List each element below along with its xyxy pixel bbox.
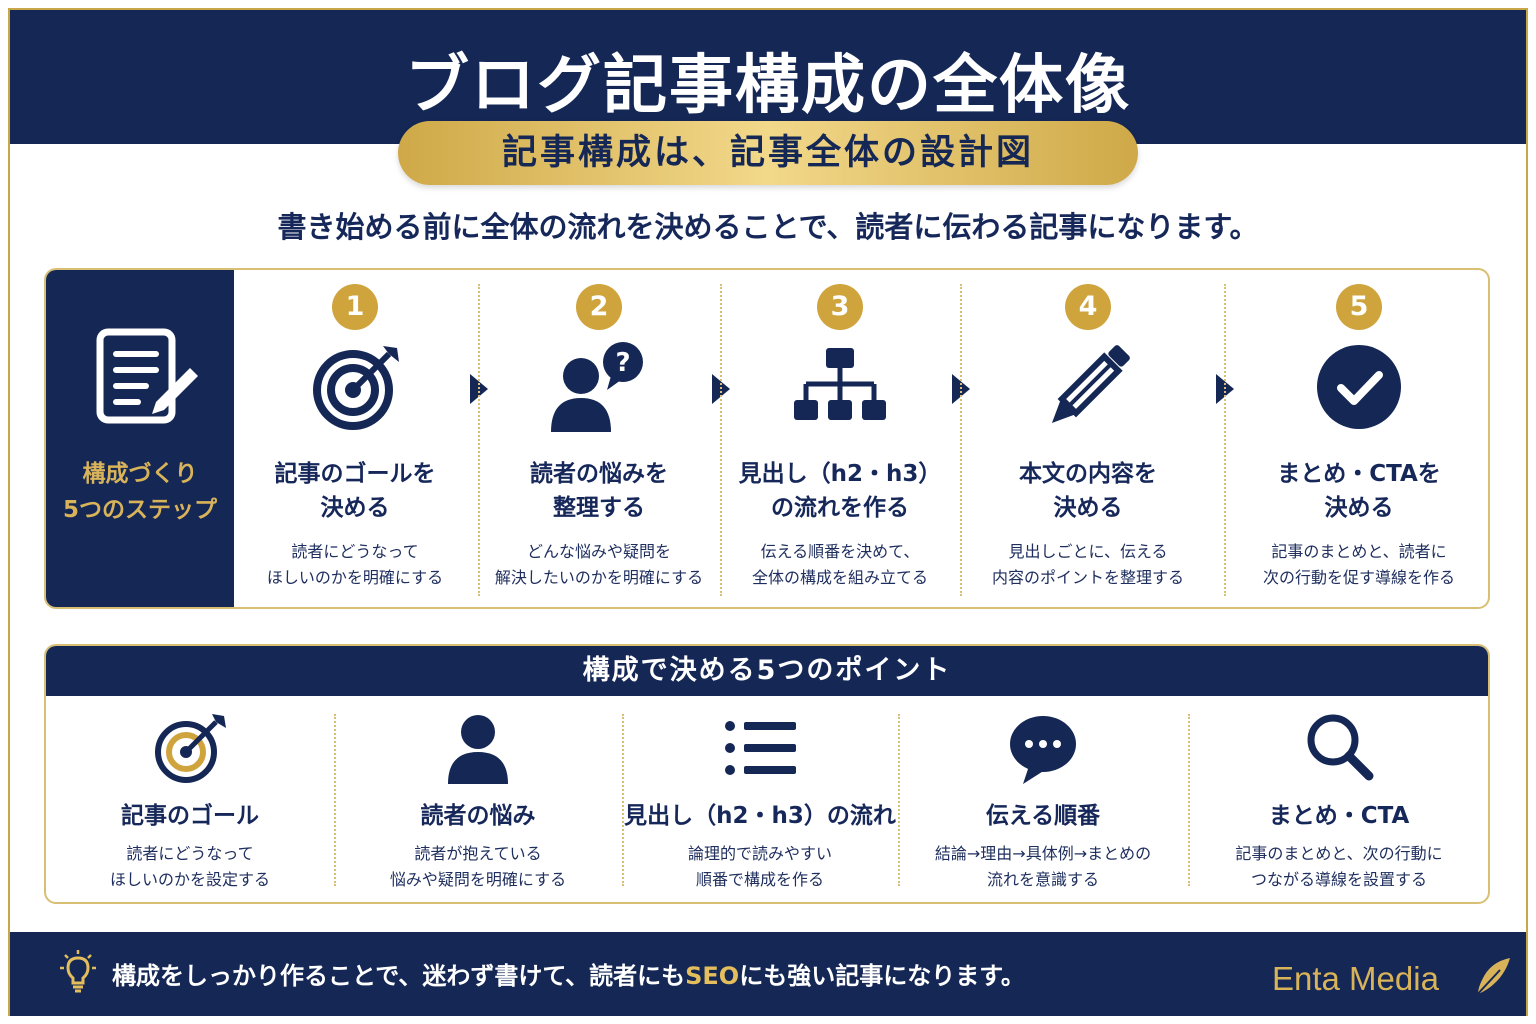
step-number: 1 [332, 284, 378, 330]
point-title: 読者の悩み [420, 803, 536, 829]
step-title-line1: 読者の悩みを [530, 461, 668, 487]
step-number: 3 [817, 284, 863, 330]
steps-panel: 構成づくり 5つのステップ 1 記事のゴールを 決める 読者にどうなって ほしい… [44, 268, 1490, 609]
side-label-line2: 5つのステップ [62, 497, 217, 523]
point-title: 見出し（h2・h3）の流れ [624, 803, 896, 829]
footer-text-part1: 構成をしっかり作ることで、迷わず書けて、読者にも [112, 962, 686, 990]
step-desc-line1: 見出しごとに、伝える [1008, 542, 1168, 561]
user-icon [448, 715, 508, 784]
page-title: ブログ記事構成の全体像 [405, 49, 1131, 123]
feather-icon [1473, 958, 1510, 999]
footer-text-highlight: SEO [685, 962, 740, 990]
point-desc-line2: 悩みや疑問を明確にする [389, 870, 567, 889]
step-desc-line2: ほしいのかを明確にする [266, 568, 444, 587]
step-title-line1: まとめ・CTAを [1277, 461, 1441, 487]
point-desc-line2: ほしいのかを設定する [109, 870, 270, 889]
points-panel: 構成で決める5つのポイント 記事のゴール 読者にどうなって ほしいのかを設定する… [44, 644, 1490, 904]
document-edit-icon [96, 328, 198, 424]
chat-bubble-icon [1010, 716, 1076, 784]
divider [334, 714, 336, 886]
point-5: まとめ・CTA 記事のまとめと、次の行動に つながる導線を設置する [1188, 696, 1488, 902]
intro-text: 書き始める前に全体の流れを決めることで、読者に伝わる記事になります。 [277, 210, 1259, 244]
point-desc-line1: 記事のまとめと、次の行動に [1235, 844, 1443, 863]
divider [720, 284, 722, 596]
lightbulb-icon [60, 950, 96, 993]
step-number: 4 [1065, 284, 1111, 330]
step-number: 2 [576, 284, 622, 330]
step-title-line1: 見出し（h2・h3） [738, 461, 942, 487]
hierarchy-icon [794, 348, 886, 420]
step-3: 3 見出し（h2・h3） の流れを作る 伝える順番を決めて、 全体の構成を組み立… [724, 270, 956, 607]
step-desc-line2: 次の行動を促す導線を作る [1262, 568, 1455, 587]
step-title-line2: 決める [1324, 495, 1394, 521]
step-4: 4 本文の内容を 決める 見出しごとに、伝える 内容のポイントを整理する [964, 270, 1212, 607]
pencil-icon [1051, 345, 1130, 424]
step-desc-line1: 伝える順番を決めて、 [760, 542, 920, 561]
side-label-line1: 構成づくり [82, 461, 198, 487]
step-title-line2: 決める [1053, 495, 1123, 521]
svg-text:?: ? [615, 348, 630, 378]
step-desc-line1: 記事のまとめと、読者に [1271, 542, 1447, 561]
divider [478, 284, 480, 596]
point-desc-line1: 結論→理由→具体例→まとめの [934, 844, 1152, 863]
step-desc-line1: 読者にどうなって [291, 542, 419, 561]
step-desc-line2: 全体の構成を組み立てる [751, 568, 928, 587]
search-icon [1307, 714, 1374, 781]
point-desc-line1: 論理的で読みやすい [687, 844, 832, 863]
footer-message: 構成をしっかり作ることで、迷わず書けて、読者にもSEOにも強い記事になります。 [112, 956, 1025, 991]
point-2: 読者の悩み 読者が抱えている 悩みや疑問を明確にする [334, 696, 622, 902]
divider [1188, 714, 1190, 886]
point-title: まとめ・CTA [1268, 803, 1410, 829]
points-heading: 構成で決める5つのポイント [46, 646, 1488, 696]
step-1: 1 記事のゴールを 決める 読者にどうなって ほしいのかを明確にする [246, 270, 464, 607]
step-desc-line2: 内容のポイントを整理する [991, 568, 1184, 587]
step-title-line1: 本文の内容を [1019, 461, 1157, 487]
divider [960, 284, 962, 596]
divider [622, 714, 624, 886]
target-icon [155, 714, 226, 783]
divider [1224, 284, 1226, 596]
step-title-line2: 整理する [553, 495, 645, 521]
step-title-line2: の流れを作る [771, 495, 909, 521]
subtitle-pill: 記事構成は、記事全体の設計図 [398, 121, 1138, 185]
list-icon [725, 721, 796, 775]
point-1: 記事のゴール 読者にどうなって ほしいのかを設定する [46, 696, 334, 902]
footer-text-part2: にも強い記事になります。 [739, 962, 1025, 990]
footer-banner: 構成をしっかり作ることで、迷わず書けて、読者にもSEOにも強い記事になります。 … [10, 932, 1526, 1016]
point-desc-line1: 読者が抱えている [414, 844, 542, 863]
step-title-line2: 決める [320, 495, 390, 521]
point-desc-line2: 順番で構成を作る [695, 870, 824, 889]
check-circle-icon [1317, 345, 1401, 429]
step-number: 5 [1336, 284, 1382, 330]
point-desc-line2: つながる導線を設置する [1250, 870, 1427, 889]
point-title: 記事のゴール [121, 803, 259, 829]
point-3: 見出し（h2・h3）の流れ 論理的で読みやすい 順番で構成を作る [622, 696, 898, 902]
steps-side-label: 構成づくり 5つのステップ [46, 270, 234, 607]
point-desc-line1: 読者にどうなって [126, 844, 254, 863]
point-desc-line2: 流れを意識する [986, 870, 1099, 889]
user-question-icon: ? [551, 342, 643, 432]
divider [898, 714, 900, 886]
step-title-line1: 記事のゴールを [274, 461, 436, 487]
step-5: 5 まとめ・CTAを 決める 記事のまとめと、読者に 次の行動を促す導線を作る [1228, 270, 1488, 607]
step-desc-line1: どんな悩みや疑問を [526, 542, 671, 561]
point-4: 伝える順番 結論→理由→具体例→まとめの 流れを意識する [898, 696, 1188, 902]
step-2: 2 ? 読者の悩みを 整理する どんな悩みや疑問を 解決したいのかを明確にする [482, 270, 716, 607]
brand-logo: Enta Media [1272, 960, 1439, 997]
step-desc-line2: 解決したいのかを明確にする [494, 568, 704, 587]
point-title: 伝える順番 [985, 803, 1101, 829]
target-icon [313, 346, 399, 430]
